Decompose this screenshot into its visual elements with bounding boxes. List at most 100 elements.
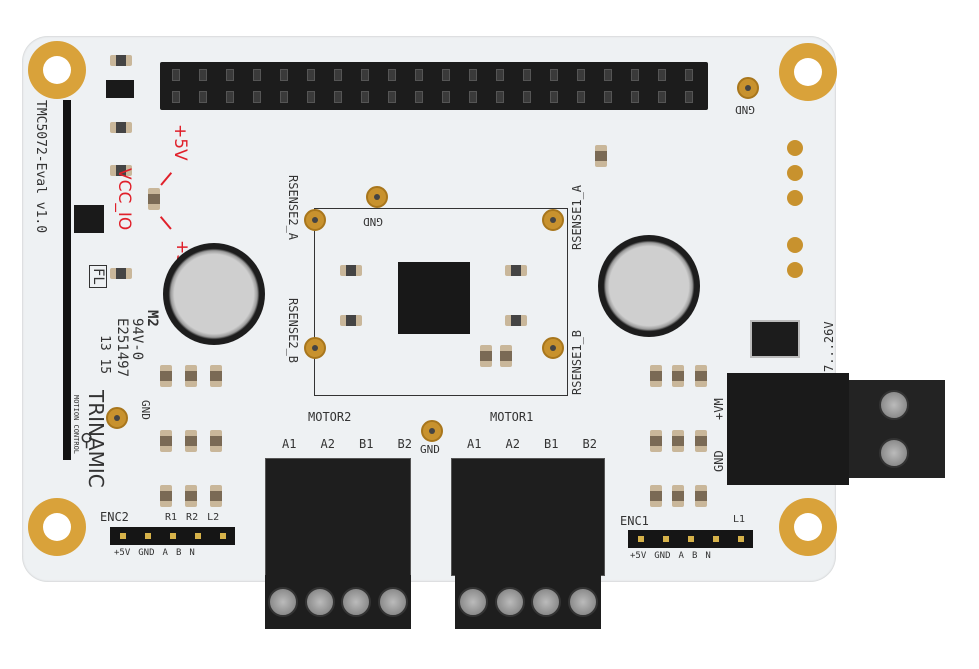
electrolytic-capacitor [163,243,265,345]
transistor [106,80,134,98]
gnd-label: GND [712,450,726,472]
header-pin [594,87,621,107]
label-n: N [189,548,195,558]
gpio-header[interactable] [160,62,708,110]
pin-a2: A2 [320,437,335,451]
pin-b1: B1 [544,437,559,451]
screw-icon[interactable] [458,587,489,617]
smd-resistor [185,485,197,507]
motor2-connector[interactable] [265,458,411,576]
pin-b2: B2 [582,437,597,451]
header-pin [405,65,432,85]
rsense1-b-pad[interactable] [542,337,564,359]
header-pin [297,87,324,107]
mounting-hole [28,498,86,556]
smd-resistor [210,365,222,387]
screw-icon[interactable] [494,587,525,617]
header-pin [243,65,270,85]
silkscreen-stripe [63,100,71,460]
header-pin [162,65,189,85]
smd-resistor [480,345,492,367]
smd-resistor [650,365,662,387]
brand-subtitle: MOTION CONTROL [72,395,80,455]
header-pin [270,87,297,107]
screw-icon[interactable] [341,587,372,617]
test-pad[interactable] [787,262,803,278]
cert-m2: M2 [144,310,160,327]
rsense2-b-pad[interactable] [304,337,326,359]
cert-file: E251497 [114,318,130,378]
smd-resistor [110,55,132,66]
cert-rating: 94V-0 [129,318,145,361]
gnd-pad[interactable] [421,420,443,442]
gnd-pad[interactable] [366,186,388,208]
smd-resistor [595,145,607,167]
header-pin [567,87,594,107]
test-pad[interactable] [787,165,803,181]
motor1-terminal[interactable] [455,575,601,629]
gnd-label: GND [735,103,755,116]
screw-icon[interactable] [879,390,909,420]
screw-icon[interactable] [377,587,408,617]
screw-icon[interactable] [531,587,562,617]
power-terminal-block[interactable] [849,380,945,478]
test-pad[interactable] [787,190,803,206]
pin-a1: A1 [282,437,297,451]
rsense2-a-label: RSENSE2_A [286,175,300,241]
header-pin [162,87,189,107]
header-pin [216,87,243,107]
vcc-io-jumper[interactable] [148,188,160,210]
screw-icon[interactable] [879,438,909,468]
rsense1-a-pad[interactable] [542,209,564,231]
motor1-connector[interactable] [451,458,605,576]
test-pad[interactable] [787,237,803,253]
gnd-test-pad[interactable] [737,77,759,99]
header-pin [189,87,216,107]
smd-resistor [672,365,684,387]
label-a: A [678,551,684,561]
smd-resistor [695,365,707,387]
label-5v: +5V [114,548,131,558]
enc1-header[interactable] [628,530,753,548]
motor2-terminal[interactable] [265,575,411,629]
smd-resistor [210,430,222,452]
label-5v: +5V [630,551,647,561]
header-pin [351,87,378,107]
enc2-header[interactable] [110,527,235,545]
label-b: B [175,548,182,558]
annotation-vcc-io: VCC_IO [114,168,134,231]
header-pin [324,87,351,107]
smd-resistor [160,365,172,387]
smd-resistor [160,430,172,452]
cert-fl: FL [89,265,107,288]
enc1-label: ENC1 [620,514,649,528]
protection-diode [750,320,800,358]
sense-resistor [340,315,362,326]
screw-icon[interactable] [268,587,299,617]
power-terminal-housing[interactable] [727,373,849,485]
label-r1: R1 [165,512,178,523]
board-name: TMC5072-Eval v1.0 [33,100,48,234]
electrolytic-capacitor [598,235,700,337]
rsense1-b-label: RSENSE1_B [570,329,584,395]
test-pad[interactable] [787,140,803,156]
rsense2-a-pad[interactable] [304,209,326,231]
screw-icon[interactable] [567,587,598,617]
header-pin [594,65,621,85]
header-pin [621,87,648,107]
enc2-label: ENC2 [100,510,129,524]
header-pin [378,87,405,107]
enc1-l1-label: L1 [733,514,746,525]
header-pin [405,87,432,107]
smd-resistor [695,430,707,452]
gnd-test-pad[interactable] [106,407,128,429]
motor2-label: MOTOR2 [308,410,352,424]
header-pin [648,87,675,107]
header-pin [540,65,567,85]
screw-icon[interactable] [304,587,335,617]
header-pin [648,65,675,85]
sense-resistor [505,315,527,326]
header-pin [567,65,594,85]
